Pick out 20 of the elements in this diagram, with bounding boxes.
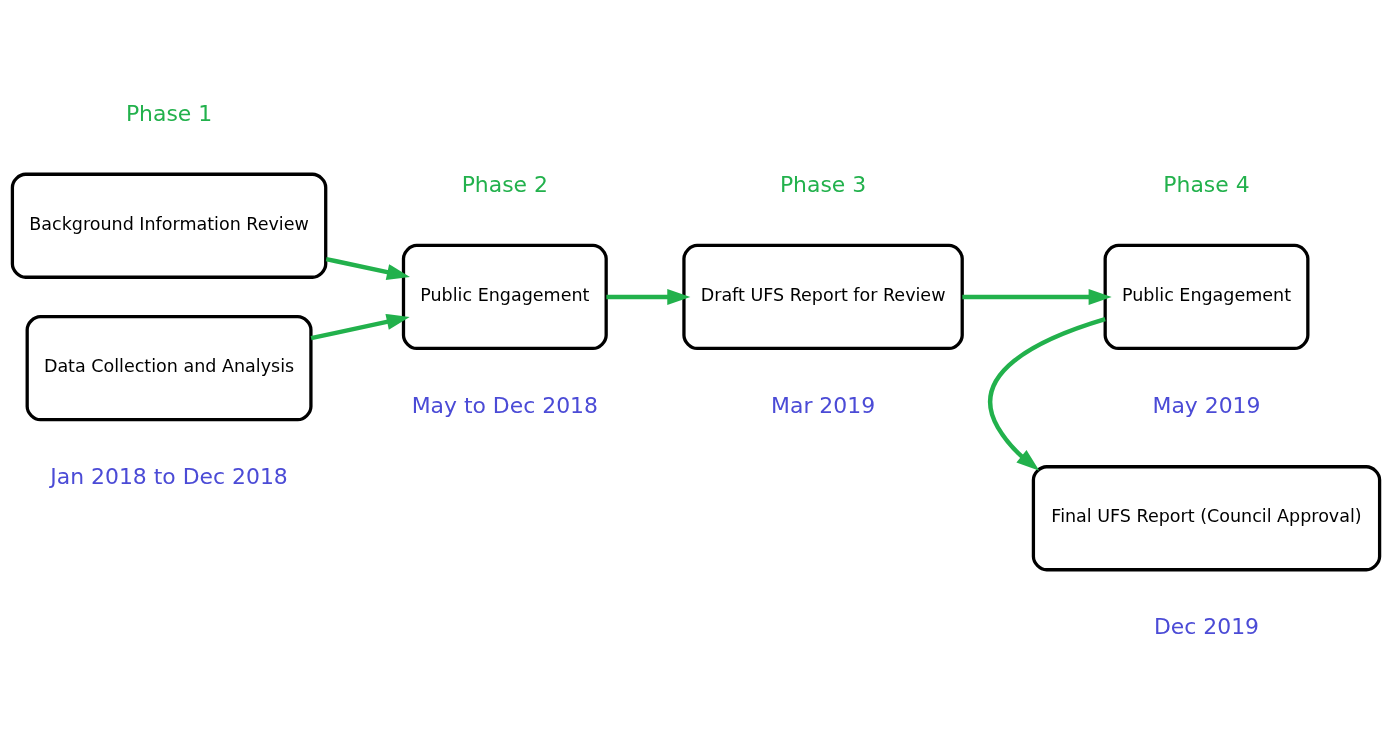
arrow [962,288,1112,305]
label: Mar 2019 [771,392,876,418]
label: Jan 2018 to Dec 2018 [50,463,288,489]
node-box: Background Information Review [10,172,328,279]
label: Phase 3 [779,171,867,197]
label: Phase 4 [1163,171,1250,197]
node-box: Draft UFS Report for Review [682,243,964,350]
label: Phase 2 [461,171,548,197]
arrow [325,256,410,280]
label: Phase 1 [125,100,213,126]
node-box: Data Collection and Analysis [25,314,313,421]
node-box: Public Engagement [1103,243,1310,350]
label: May 2019 [1152,392,1261,418]
node-box: Public Engagement [401,243,608,350]
label: May to Dec 2018 [411,392,598,418]
label: Dec 2019 [1153,613,1260,639]
node-box: Final UFS Report (Council Approval) [1031,464,1382,571]
arrow [606,288,691,305]
arrow [310,313,410,340]
arrow [988,316,1106,471]
